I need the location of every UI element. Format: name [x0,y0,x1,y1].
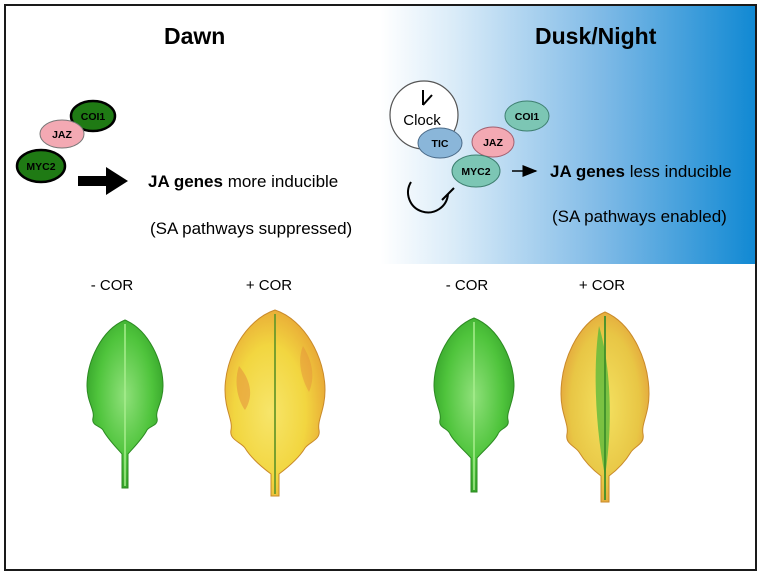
dusk-result-rest: less inducible [625,162,732,181]
induction-arrow [78,167,128,195]
jaz-label-dusk: JAZ [483,137,503,149]
coi1-label: COI1 [81,111,106,123]
clock-label: Clock [403,112,441,129]
dawn-result-rest: more inducible [223,172,338,191]
diagram-canvas: Dawn COI1 JAZ MYC2 JA genes more inducib… [6,6,755,503]
leaf-illustration [224,309,326,497]
inhibition-bar [441,187,455,201]
dusk-note: (SA pathways enabled) [552,207,727,226]
leaf-row: - COR + COR - COR + COR [86,277,650,503]
dawn-heading: Dawn [164,23,225,49]
leaf-label: - COR [91,277,134,294]
dawn-result: JA genes more inducible [148,172,338,191]
myc2-node: MYC2 [15,148,67,184]
myc2-node-dusk: MYC2 [451,154,501,188]
leaf-label: + COR [579,277,625,294]
leaf-illustration [86,319,164,489]
clock-hands-icon [422,90,433,106]
myc2-label: MYC2 [26,161,55,173]
leaf-label: - COR [446,277,489,294]
dawn-note: (SA pathways suppressed) [150,219,352,238]
coi1-node: COI1 [69,99,117,133]
dawn-panel: Dawn COI1 JAZ MYC2 JA genes more inducib… [15,23,352,238]
inhibition-loop [407,181,449,214]
jaz-node: JAZ [39,119,85,149]
figure-frame: Dawn COI1 JAZ MYC2 JA genes more inducib… [4,4,757,571]
leaf-label: + COR [246,277,292,294]
myc2-label-dusk: MYC2 [461,166,490,178]
dawn-result-bold: JA genes [148,172,223,191]
leaf-illustration [433,317,515,493]
coi1-node-dusk: COI1 [504,100,550,132]
dusk-result-bold: JA genes [550,162,625,181]
tic-label: TIC [432,138,449,150]
jaz-label: JAZ [52,129,72,141]
coi1-label-dusk: COI1 [515,111,540,123]
tic-node: TIC [417,127,463,159]
time-of-day-background [6,6,755,264]
dusk-heading: Dusk/Night [535,23,657,49]
jaz-node-dusk: JAZ [471,126,515,158]
dusk-panel: Dusk/Night Clock TIC JAZ COI1 MYC2 JA ge… [389,23,732,226]
dusk-result: JA genes less inducible [550,162,732,181]
leaf-illustration [560,311,650,503]
